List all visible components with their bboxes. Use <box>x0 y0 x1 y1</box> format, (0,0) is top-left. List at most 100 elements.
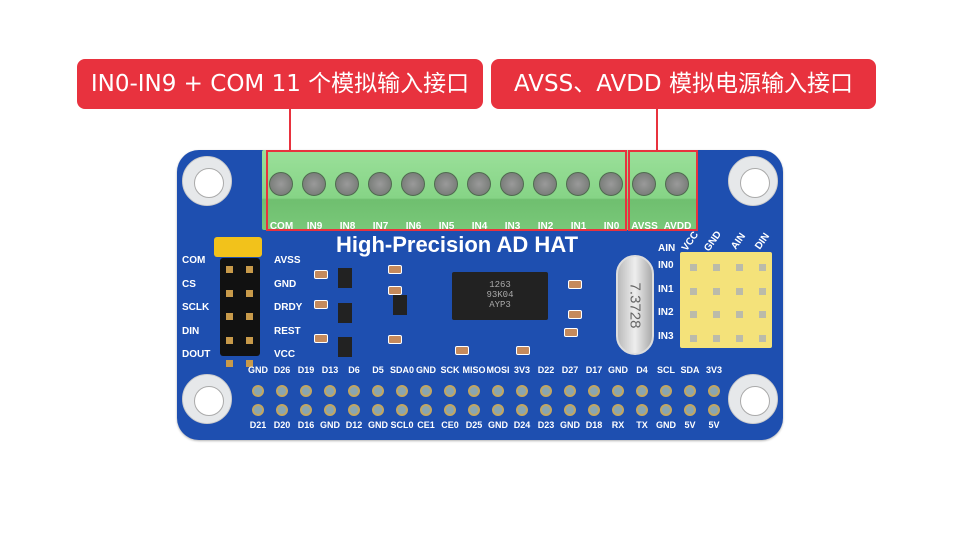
header-label-left: DOUT <box>182 349 211 360</box>
transistor <box>338 337 352 357</box>
header-label-right: AVSS <box>274 255 301 266</box>
header-label-left: SCLK <box>182 302 210 313</box>
terminal-label: IN1 <box>570 221 587 232</box>
smd-component <box>388 265 402 274</box>
terminal-screw <box>269 172 293 196</box>
terminal-screw <box>467 172 491 196</box>
gpio-label-bottom: CE1 <box>417 420 435 430</box>
sensor-row-label: IN2 <box>658 307 674 318</box>
gpio-label-bottom: D24 <box>513 420 531 430</box>
terminal-label: AVSS <box>631 221 658 232</box>
mounting-hole <box>182 156 232 206</box>
gpio-label-bottom: GND <box>368 420 388 430</box>
sensor-row-label: IN3 <box>658 330 674 342</box>
gpio-label-top: GND <box>248 365 268 375</box>
crystal-marking: 7.3728 <box>626 282 644 328</box>
mounting-hole <box>728 156 778 206</box>
gpio-label-top: 3V3 <box>705 365 722 375</box>
gpio-label-bottom: GND <box>560 420 580 430</box>
terminal-label: IN9 <box>306 221 323 232</box>
gpio-label-top: GND <box>416 365 436 375</box>
board-title: High-Precision AD HAT <box>336 232 579 257</box>
smd-component <box>568 280 582 289</box>
gpio-label-top: D26 <box>273 365 291 375</box>
gpio-pin <box>252 404 264 416</box>
sensor-pin <box>690 287 697 295</box>
terminal-screw <box>302 172 326 196</box>
terminal-screw <box>401 172 425 196</box>
terminal-screw <box>500 172 524 196</box>
gpio-label-top: MOSI <box>486 365 510 375</box>
terminal-screw <box>665 172 689 196</box>
gpio-pin <box>324 385 336 397</box>
gpio-pin <box>612 385 624 397</box>
gpio-label-bottom: D23 <box>537 420 555 430</box>
gpio-pin <box>708 385 720 397</box>
mounting-hole <box>182 374 232 424</box>
gpio-pin <box>300 385 312 397</box>
gpio-label-top: D17 <box>585 365 603 375</box>
terminal-label: IN5 <box>438 221 455 232</box>
gpio-pin <box>468 404 480 416</box>
transistor <box>338 268 352 288</box>
gpio-label-top: SCL <box>657 365 675 375</box>
gpio-label-top: D13 <box>321 365 339 375</box>
smd-component <box>568 310 582 319</box>
gpio-pin <box>588 385 600 397</box>
gpio-pin <box>540 404 552 416</box>
gpio-pin <box>564 385 576 397</box>
gpio-label-bottom: D16 <box>297 420 315 430</box>
gpio-pin <box>468 385 480 397</box>
gpio-pin <box>564 404 576 416</box>
gpio-label-bottom: 5V <box>708 420 720 430</box>
gpio-label-bottom: GND <box>656 420 676 430</box>
header-label-left: DIN <box>182 325 200 337</box>
header-pin <box>246 289 253 297</box>
terminal-label: IN3 <box>504 221 521 232</box>
gpio-label-bottom: SCL0 <box>390 420 414 430</box>
terminal-label: IN7 <box>372 221 389 232</box>
smd-component <box>314 334 328 343</box>
terminal-label: IN4 <box>471 221 488 232</box>
gpio-pin <box>492 404 504 416</box>
gpio-label-bottom: D20 <box>273 420 291 430</box>
crystal-oscillator: 7.3728 <box>616 255 654 355</box>
gpio-label-bottom: GND <box>488 420 508 430</box>
gpio-pin <box>276 385 288 397</box>
gpio-pin <box>276 404 288 416</box>
gpio-pin <box>396 385 408 397</box>
smd-component <box>388 335 402 344</box>
leader-line <box>289 109 291 152</box>
gpio-label-bottom: CE0 <box>441 420 459 430</box>
gpio-label-bottom: D21 <box>249 420 267 430</box>
header-pin <box>226 336 233 344</box>
gpio-label-top: D4 <box>636 365 648 375</box>
gpio-label-top: D19 <box>297 365 315 375</box>
gpio-label-top: D27 <box>561 365 579 375</box>
header-pin <box>226 289 233 297</box>
sensor-pin <box>713 311 720 318</box>
sensor-row-label: IN1 <box>658 283 674 295</box>
gpio-label-bottom: RX <box>611 420 625 430</box>
smd-component <box>388 286 402 295</box>
gpio-label-top: GND <box>608 365 628 375</box>
gpio-pin <box>252 385 264 397</box>
sensor-pin <box>759 311 766 318</box>
callout-analog-power: AVSS、AVDD 模拟电源输入接口 <box>491 59 876 109</box>
smd-component <box>564 328 578 337</box>
gpio-label-top: SCK <box>440 365 460 375</box>
terminal-screw <box>566 172 590 196</box>
gpio-label-bottom: D25 <box>465 420 483 430</box>
sensor-pin <box>736 264 743 271</box>
gpio-label-bottom: TX <box>636 420 648 430</box>
gpio-label-top: 3V3 <box>513 365 530 375</box>
terminal-label: AVDD <box>663 221 692 232</box>
ic-marking: 93K04 <box>486 290 514 300</box>
gpio-pin <box>660 404 672 416</box>
header-label-right: REST <box>274 325 301 337</box>
gpio-pin <box>516 385 528 397</box>
gpio-pin <box>684 404 696 416</box>
gpio-pin <box>588 404 600 416</box>
gpio-pin <box>444 404 456 416</box>
gpio-pin <box>300 404 312 416</box>
